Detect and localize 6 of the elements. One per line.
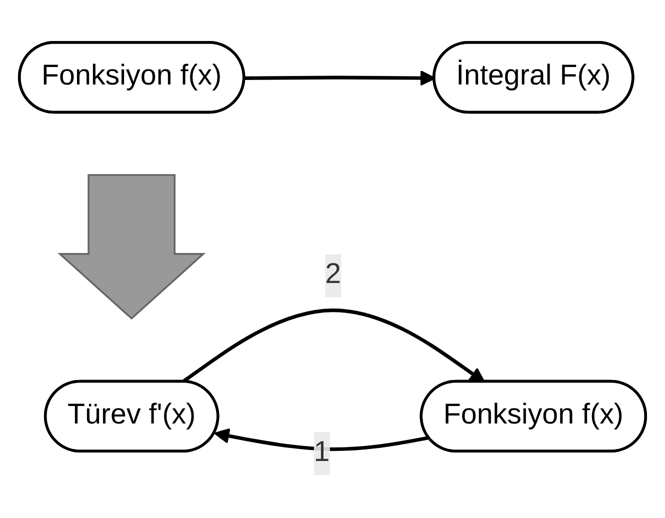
ellipse-node: İntegral F(x) <box>432 41 634 114</box>
ellipse-node: Türev f'(x) <box>44 380 220 453</box>
arrow <box>214 428 430 452</box>
ellipse-node: Fonksiyon f(x) <box>18 41 246 114</box>
ellipse-node: Fonksiyon f(x) <box>420 380 647 453</box>
block-arrow <box>58 174 206 320</box>
